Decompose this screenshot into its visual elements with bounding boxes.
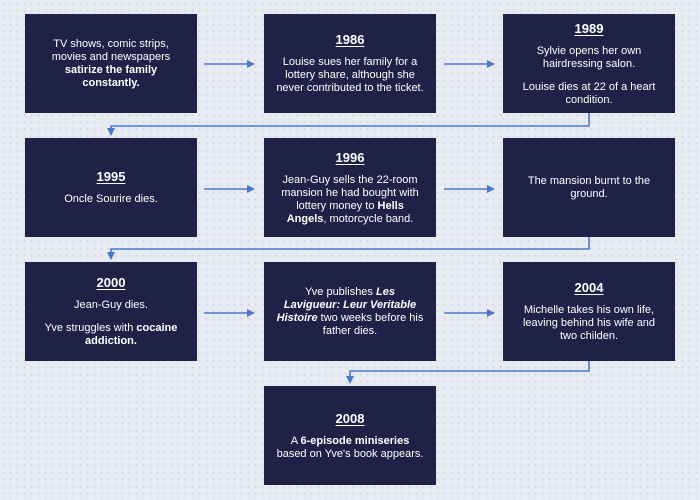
event-year: 1995 [96,169,126,184]
event-text-run: 6-episode miniseries [300,434,410,447]
event-text-run: Yve publishes [305,285,376,298]
event-text-run: two weeks before his father dies. [317,311,424,337]
event-text-run: Yve struggles with [44,322,137,334]
event-box: Yve publishes Les Lavigueur: Leur Verita… [264,262,436,361]
event-text: Yve publishes Les Lavigueur: Leur Verita… [276,286,424,338]
event-text: Yve struggles with cocaine addiction. [37,322,185,348]
event-text-run: Oncle Sourire dies. [64,193,158,205]
event-year: 2008 [335,410,365,426]
event-text-run: satirize the family constantly. [64,63,158,89]
event-text-run: A [290,434,301,447]
event-text-run: The mansion burnt to the ground. [527,174,651,200]
event-text-run: Jean-Guy sells the 22-room mansion he ha… [281,173,419,212]
event-text-run: Hells Angels [286,199,404,225]
event-text-run: Les Lavigueur: Leur Veritable Histoire [276,285,417,324]
event-box: The mansion burnt to the ground. [503,138,675,237]
event-text: A 6-episode miniseries based on Yve's bo… [276,435,424,461]
event-text-run: Louise dies at 22 of a heart condition. [522,80,656,106]
event-box: TV shows, comic strips, movies and newsp… [25,14,197,113]
event-text: Louise dies at 22 of a heart condition. [515,81,663,107]
event-text-run: Louise sues her family for a lottery sha… [276,56,424,94]
event-year: 2004 [574,280,604,295]
event-text: Louise sues her family for a lottery sha… [276,56,424,95]
event-year: 2000 [96,275,126,290]
event-text-run: TV shows, comic strips, movies and newsp… [51,37,171,63]
event-year: 1986 [335,32,365,47]
event-text-run: cocaine addiction. [85,322,178,347]
event-text: Oncle Sourire dies. [64,193,158,206]
connector-arrow [107,237,590,260]
event-text: The mansion burnt to the ground. [515,175,663,201]
event-text-run: , motorcycle band. [323,212,414,225]
event-text-run: Michelle takes his own life, leaving beh… [522,304,656,342]
event-text-run: based on Yve's book appears. [276,447,424,460]
event-text: Jean-Guy dies. [74,299,148,312]
event-year: 1989 [574,20,604,36]
event-text: TV shows, comic strips, movies and newsp… [37,38,185,90]
event-text: Sylvie opens her own hairdressing salon. [515,45,663,71]
event-text: Jean-Guy sells the 22-room mansion he ha… [276,174,424,226]
connector-arrow [107,113,590,136]
connector-arrow [346,361,590,384]
event-text-run: Sylvie opens her own hairdressing salon. [536,44,642,70]
event-text-run: Jean-Guy dies. [74,299,148,311]
event-year: 1996 [335,149,365,165]
event-text: Michelle takes his own life, leaving beh… [515,304,663,343]
